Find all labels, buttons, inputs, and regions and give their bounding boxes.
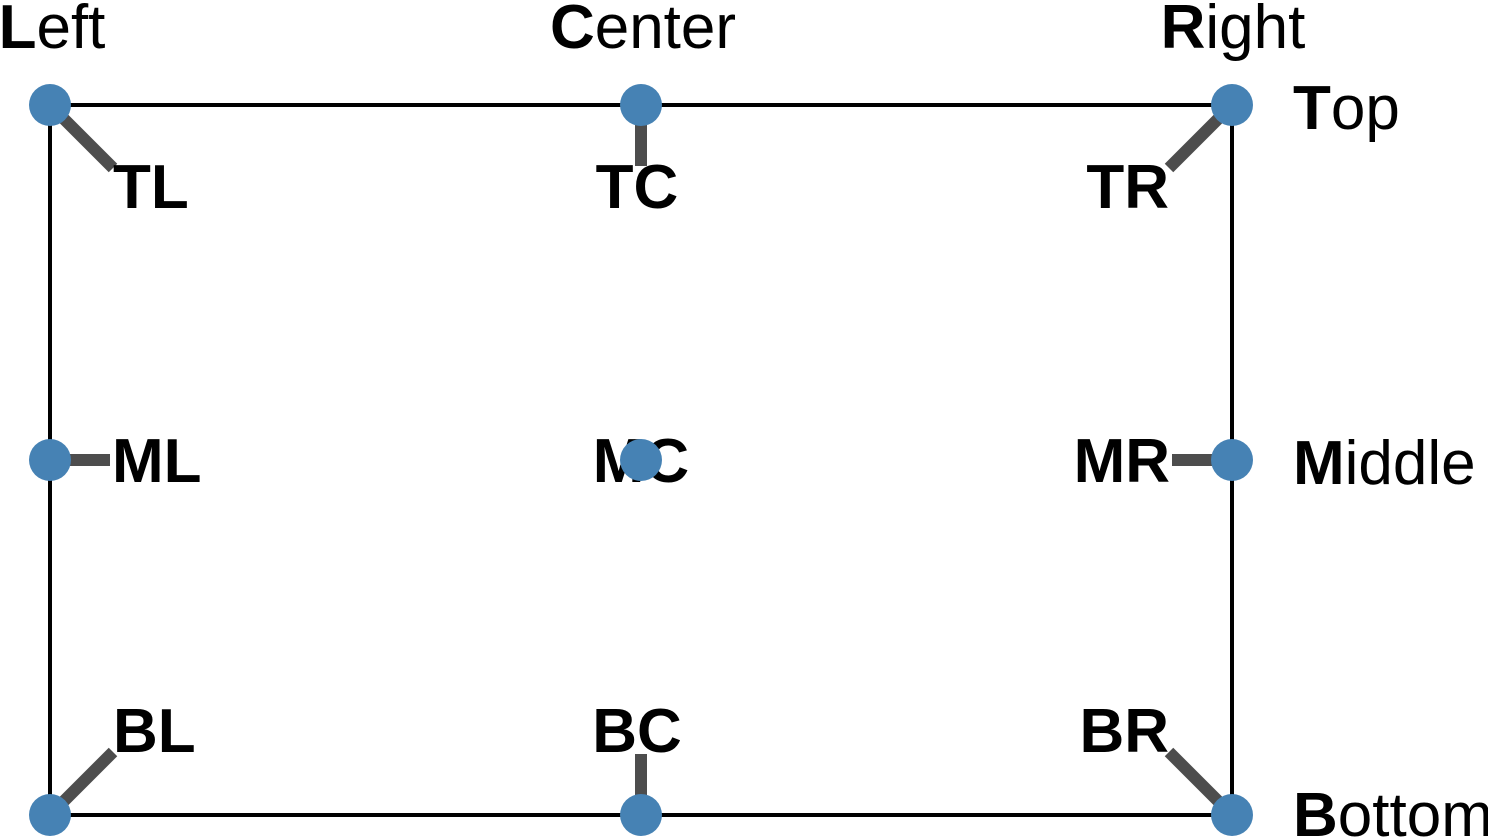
anchor-point-bl: [29, 794, 71, 836]
row-header-bottom: Bottom: [1293, 781, 1488, 839]
row-header-middle-bold: M: [1293, 429, 1345, 498]
anchor-label-bl: BL: [113, 697, 196, 766]
anchor-point-mc: [620, 439, 662, 481]
row-header-top-rest: op: [1331, 74, 1400, 143]
column-header-left: Left: [0, 0, 105, 62]
column-header-right: Right: [1161, 0, 1306, 62]
anchor-point-tc: [620, 84, 662, 126]
anchor-point-bc: [620, 794, 662, 836]
column-header-center-rest: enter: [595, 0, 736, 62]
anchor-label-tl: TL: [113, 153, 189, 222]
column-header-left-rest: eft: [36, 0, 105, 62]
row-header-bottom-rest: ottom: [1338, 781, 1488, 839]
anchor-point-tr: [1211, 84, 1253, 126]
anchor-label-ml: ML: [112, 427, 202, 496]
row-header-bottom-bold: B: [1293, 781, 1338, 839]
column-header-left-bold: L: [0, 0, 36, 62]
anchor-label-bc: BC: [592, 697, 682, 766]
anchor-label-tc: TC: [596, 153, 679, 222]
column-header-right-bold: R: [1161, 0, 1206, 62]
row-header-top-bold: T: [1293, 74, 1331, 143]
anchor-label-mr: MR: [1074, 427, 1170, 496]
anchor-point-br: [1211, 794, 1253, 836]
anchor-point-ml: [29, 439, 71, 481]
column-header-right-rest: ight: [1205, 0, 1305, 62]
row-header-middle-rest: iddle: [1345, 429, 1476, 498]
column-header-center-bold: C: [550, 0, 595, 62]
anchor-label-br: BR: [1079, 697, 1169, 766]
column-header-center: Center: [550, 0, 736, 62]
anchor-point-mr: [1211, 439, 1253, 481]
anchor-label-tr: TR: [1086, 153, 1169, 222]
row-header-top: Top: [1293, 74, 1400, 143]
row-header-middle: Middle: [1293, 429, 1476, 498]
anchor-point-tl: [29, 84, 71, 126]
